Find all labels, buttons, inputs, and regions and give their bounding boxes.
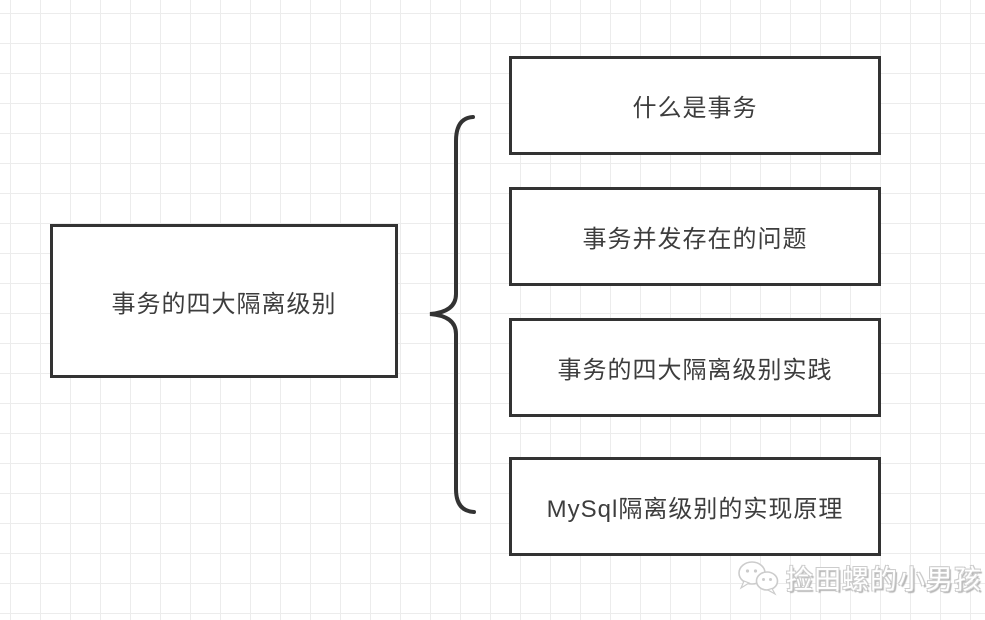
child-node-label: MySql隔离级别的实现原理 — [546, 496, 844, 523]
root-node-label: 事务的四大隔离级别 — [111, 290, 337, 318]
wechat-chat-bubbles-icon — [738, 560, 779, 596]
child-node-label: 事务并发存在的问题 — [582, 226, 808, 253]
watermark-text: 捡田螺的小男孩 — [786, 565, 982, 595]
child-node-label: 什么是事务 — [632, 95, 758, 122]
child-node-what-is-transaction: 什么是事务 — [509, 56, 881, 155]
child-node-label: 事务的四大隔离级别实践 — [557, 357, 833, 384]
root-node-transaction-isolation-levels: 事务的四大隔离级别 — [50, 224, 398, 378]
child-node-mysql-implementation-principle: MySql隔离级别的实现原理 — [509, 457, 881, 556]
child-node-isolation-levels-practice: 事务的四大隔离级别实践 — [509, 318, 881, 417]
curly-brace-path — [429, 115, 476, 514]
watermark: 捡田螺的小男孩 — [736, 558, 982, 597]
child-node-concurrency-problems: 事务并发存在的问题 — [509, 187, 881, 286]
